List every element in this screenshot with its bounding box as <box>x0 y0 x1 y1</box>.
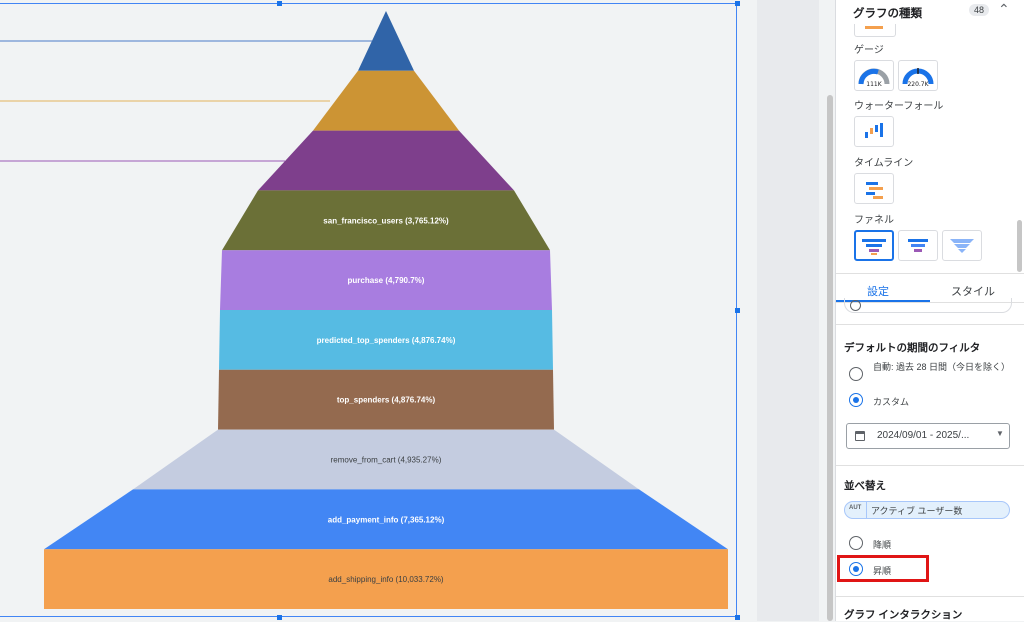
funnel-stage-label: add_shipping_info (10,033.72%) <box>328 575 444 584</box>
funnel-bar-chart-button[interactable] <box>898 230 938 261</box>
info-icon <box>850 300 861 311</box>
partial-field-chip <box>844 298 1012 313</box>
gauge-label: ゲージ <box>854 45 884 56</box>
funnel-chart-button[interactable] <box>854 230 894 261</box>
chart-type-title: グラフの種類 <box>853 8 922 20</box>
properties-panel: グラフの種類 48 ⌃ ゲージ 111K 220.7K ウォーターフォール タイ… <box>835 0 1024 621</box>
canvas-scrollbar[interactable] <box>827 95 833 621</box>
funnel-stage-label: purchase (4,790.7%) <box>348 276 425 285</box>
gauge-progress-chart-button[interactable]: 220.7K <box>898 60 938 91</box>
timeline-label: タイムライン <box>854 158 914 169</box>
funnel-stage[interactable] <box>222 190 550 251</box>
dropdown-arrow-icon: ▼ <box>996 429 1004 438</box>
divider <box>836 302 1024 303</box>
funnel-stage-label: remove_from_cart (4,935.27%) <box>331 456 442 465</box>
highlight-box <box>837 555 929 582</box>
resize-handle[interactable] <box>735 308 740 313</box>
gauge-icon: 220.7K <box>902 67 934 88</box>
timeline-chart-button[interactable] <box>854 173 894 204</box>
resize-handle[interactable] <box>277 1 282 6</box>
chip-divider <box>866 502 867 518</box>
chart-count-badge: 48 <box>969 4 990 16</box>
calendar-icon <box>855 431 865 441</box>
tab-indicator <box>836 300 930 302</box>
date-filter-title: デフォルトの期間のフィルタ <box>844 342 981 354</box>
interaction-title: グラフ インタラクション <box>844 609 963 621</box>
chart-thumb-partial[interactable] <box>854 24 896 37</box>
report-canvas: san_francisco_users (3,765.12%) purchase … <box>0 1 740 620</box>
waterfall-label: ウォーターフォール <box>854 101 944 112</box>
sort-field-chip[interactable]: AUT アクティブ ユーザー数 <box>844 501 1010 519</box>
panel-scrollbar[interactable] <box>1017 220 1022 272</box>
descending-label: 降順 <box>873 540 892 550</box>
ascending-radio[interactable] <box>849 562 863 576</box>
divider <box>836 324 1024 325</box>
sort-field-name: アクティブ ユーザー数 <box>871 506 963 516</box>
date-range-picker[interactable]: 2024/09/01 - 2025/... ▼ <box>846 423 1010 449</box>
funnel-stage[interactable] <box>133 429 639 490</box>
auto-radio[interactable] <box>849 367 863 381</box>
sort-title: 並べ替え <box>844 480 886 492</box>
funnel-stage[interactable] <box>358 11 414 71</box>
funnel-stage-label: san_francisco_users (3,765.12%) <box>323 216 449 225</box>
funnel-stage[interactable] <box>44 489 728 550</box>
funnel-stepped-icon <box>950 238 974 253</box>
divider <box>836 465 1024 466</box>
sort-field-type-badge: AUT <box>849 505 862 511</box>
funnel-stage-label: add_payment_info (7,365.12%) <box>328 515 445 524</box>
funnel-stage-label: top_spenders (4,876.74%) <box>337 396 436 405</box>
waterfall-icon <box>865 122 883 138</box>
waterfall-chart-button[interactable] <box>854 116 894 147</box>
resize-handle[interactable] <box>735 1 740 6</box>
resize-handle[interactable] <box>735 615 740 620</box>
funnel-chart: san_francisco_users (3,765.12%) purchase … <box>0 11 728 609</box>
tab-style[interactable]: スタイル <box>951 286 995 298</box>
canvas-gutter <box>757 0 819 621</box>
gauge-chart-button[interactable]: 111K <box>854 60 894 91</box>
timeline-icon <box>866 181 883 199</box>
funnel-stage[interactable] <box>219 310 553 370</box>
custom-option-label: カスタム <box>873 397 910 407</box>
resize-handle[interactable] <box>277 615 282 620</box>
funnel-stage[interactable] <box>258 130 514 191</box>
funnel-bar-icon <box>908 238 928 252</box>
descending-radio[interactable] <box>849 536 863 550</box>
divider <box>836 273 1024 274</box>
funnel-stage[interactable] <box>218 369 554 430</box>
funnel-icon <box>862 238 886 255</box>
gauge2-value: 220.7K <box>907 81 929 88</box>
divider <box>836 596 1024 597</box>
gauge1-value: 111K <box>866 81 882 88</box>
custom-radio[interactable] <box>849 393 863 407</box>
funnel-stage[interactable] <box>44 549 728 609</box>
date-range-value: 2024/09/01 - 2025/... <box>877 430 970 441</box>
funnel-label: ファネル <box>854 215 894 226</box>
gauge-icon: 111K <box>858 68 890 88</box>
funnel-stepped-chart-button[interactable] <box>942 230 982 261</box>
auto-option-label: 自動: 過去 28 日間（今日を除く） <box>873 362 1011 372</box>
collapse-chevron-icon[interactable]: ⌃ <box>998 1 1010 17</box>
funnel-stage[interactable] <box>220 250 552 310</box>
ascending-label: 昇順 <box>873 566 892 576</box>
funnel-stage[interactable] <box>313 70 459 131</box>
tab-setup[interactable]: 設定 <box>867 286 889 298</box>
funnel-stage-label: predicted_top_spenders (4,876.74%) <box>317 336 456 345</box>
